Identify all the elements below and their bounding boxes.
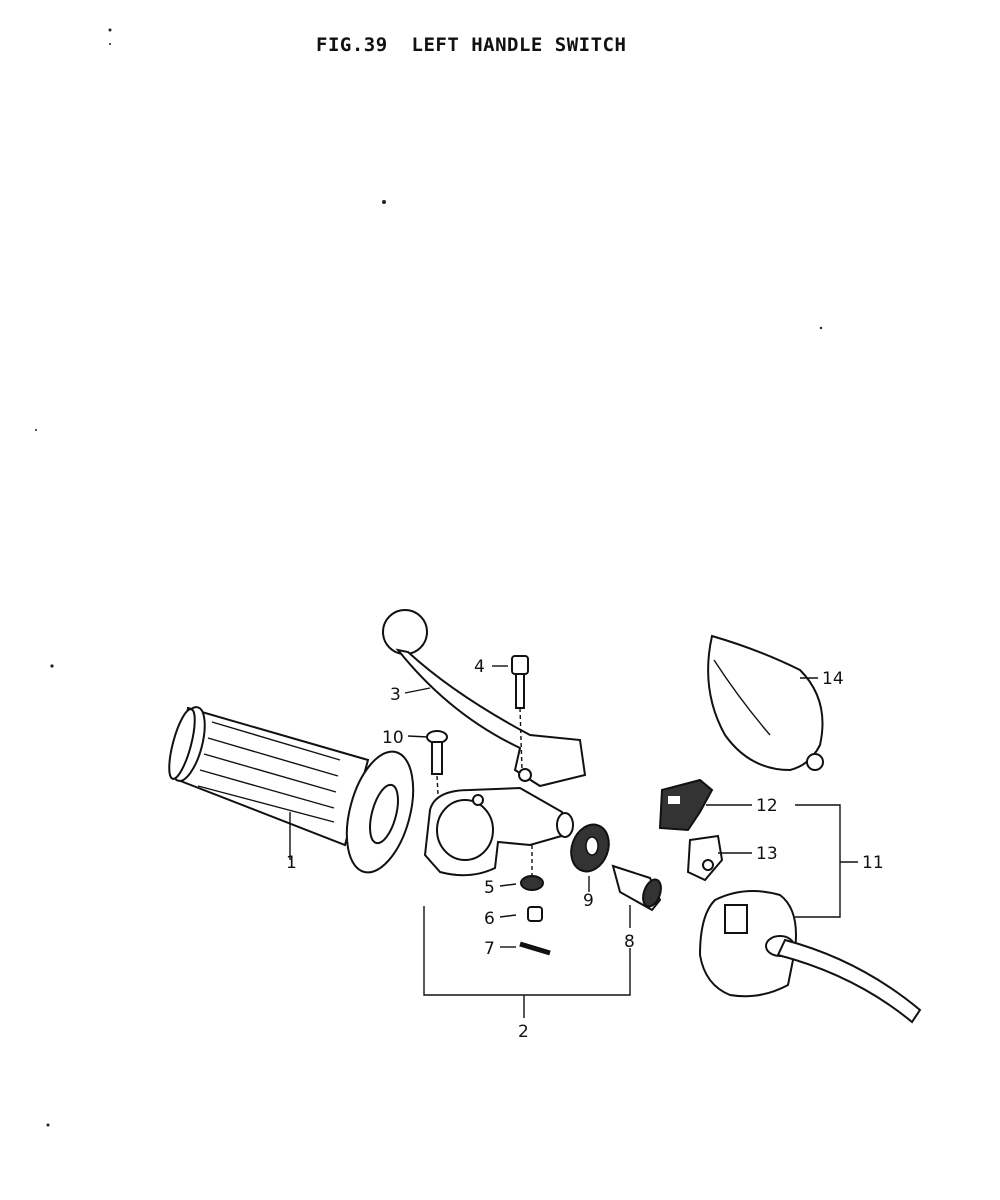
callout-2: 2 xyxy=(518,1022,529,1042)
part-14-dust-cover xyxy=(707,634,824,772)
part-7-pin xyxy=(519,941,551,956)
scan-specks xyxy=(35,28,823,1127)
part-9-adjuster-ring xyxy=(570,823,610,873)
part-5-washer xyxy=(520,845,544,891)
part-12-switch-knob xyxy=(658,778,714,832)
part-11-switch-assembly xyxy=(698,890,922,1024)
callout-5: 5 xyxy=(484,878,495,898)
callout-9: 9 xyxy=(583,891,594,911)
part-2-lever-holder xyxy=(423,786,574,877)
part-13-switch-contact xyxy=(686,834,724,882)
callout-14: 14 xyxy=(822,669,844,689)
callout-3: 3 xyxy=(390,685,401,705)
figure-title: FIG.39 LEFT HANDLE SWITCH xyxy=(316,34,627,56)
callout-10: 10 xyxy=(382,728,404,748)
part-1-grip xyxy=(168,706,415,874)
callout-13: 13 xyxy=(756,844,778,864)
callout-12: 12 xyxy=(756,796,778,816)
callout-11: 11 xyxy=(862,853,884,873)
part-6-nut xyxy=(527,906,543,922)
leader-lines xyxy=(289,665,858,1018)
callout-labels: 1 2 3 4 5 6 7 8 9 10 11 12 13 14 xyxy=(286,657,884,1042)
callout-4: 4 xyxy=(474,657,485,677)
part-4-pivot-bolt xyxy=(511,655,529,771)
callout-1: 1 xyxy=(286,853,297,873)
callout-6: 6 xyxy=(484,909,495,929)
part-8-adjuster-bolt xyxy=(611,864,662,912)
part-3-clutch-lever xyxy=(382,609,587,788)
callout-7: 7 xyxy=(484,939,495,959)
callout-8: 8 xyxy=(624,932,635,952)
